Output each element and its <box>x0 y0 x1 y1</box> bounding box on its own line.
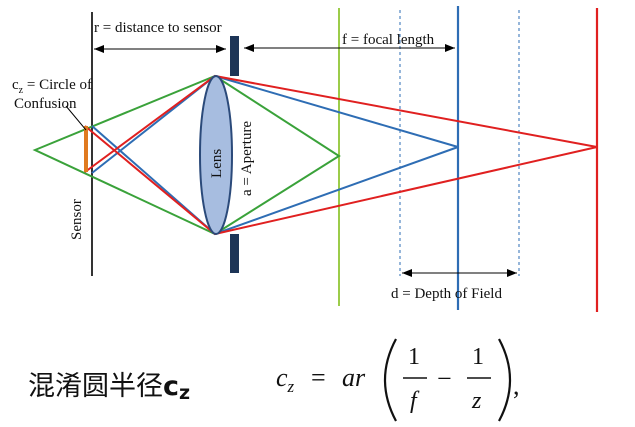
formula-equals: = <box>311 363 326 392</box>
r-arrow-left-head <box>94 45 104 53</box>
coc-pointer-line <box>65 105 87 131</box>
formula-frac2-den: z <box>471 388 482 414</box>
depth-of-field-label: d = Depth of Field <box>391 286 502 302</box>
red-ray-upper <box>84 74 598 173</box>
d-arrow-right-head <box>507 269 517 277</box>
formula-frac1-den: f <box>410 388 420 414</box>
formula-factor: ar <box>342 363 366 392</box>
formula-minus: − <box>437 364 452 393</box>
formula-right-paren <box>498 338 512 422</box>
d-arrow-left-head <box>402 269 412 277</box>
aperture-bottom-bar <box>230 234 239 273</box>
blue-ray-upper <box>91 74 459 174</box>
blue-ray-lower <box>91 125 459 236</box>
lens-label: Lens <box>209 149 225 178</box>
focal-length-label: f = focal length <box>342 32 435 48</box>
r-distance-label: r = distance to sensor <box>94 20 222 36</box>
caption-chinese-text: 混淆圆半径 <box>28 371 163 402</box>
sensor-label: Sensor <box>69 199 85 240</box>
caption-symbol: cz <box>163 371 191 404</box>
formula-trailing-comma: , <box>513 371 520 400</box>
lens-shape <box>199 75 233 235</box>
aperture-top-bar <box>230 36 239 76</box>
formula-left-paren <box>383 338 397 422</box>
coc-formula: cz = ar 1 f − 1 z , <box>276 338 520 422</box>
f-arrow-left-head <box>244 44 254 52</box>
aperture-label: a = Aperture <box>239 121 255 196</box>
formula-frac2-num: 1 <box>472 344 484 370</box>
formula-frac1-num: 1 <box>408 344 420 370</box>
green-ray-diamond <box>32 74 341 236</box>
coc-label-line2: Confusion <box>14 96 77 112</box>
coc-label-line1: cz = Circle of <box>12 77 92 96</box>
chinese-caption: 混淆圆半径cz <box>28 364 190 404</box>
red-ray-lower <box>84 125 598 236</box>
f-arrow-right-head <box>445 44 455 52</box>
r-arrow-right-head <box>216 45 226 53</box>
formula-lhs: cz <box>276 363 295 396</box>
